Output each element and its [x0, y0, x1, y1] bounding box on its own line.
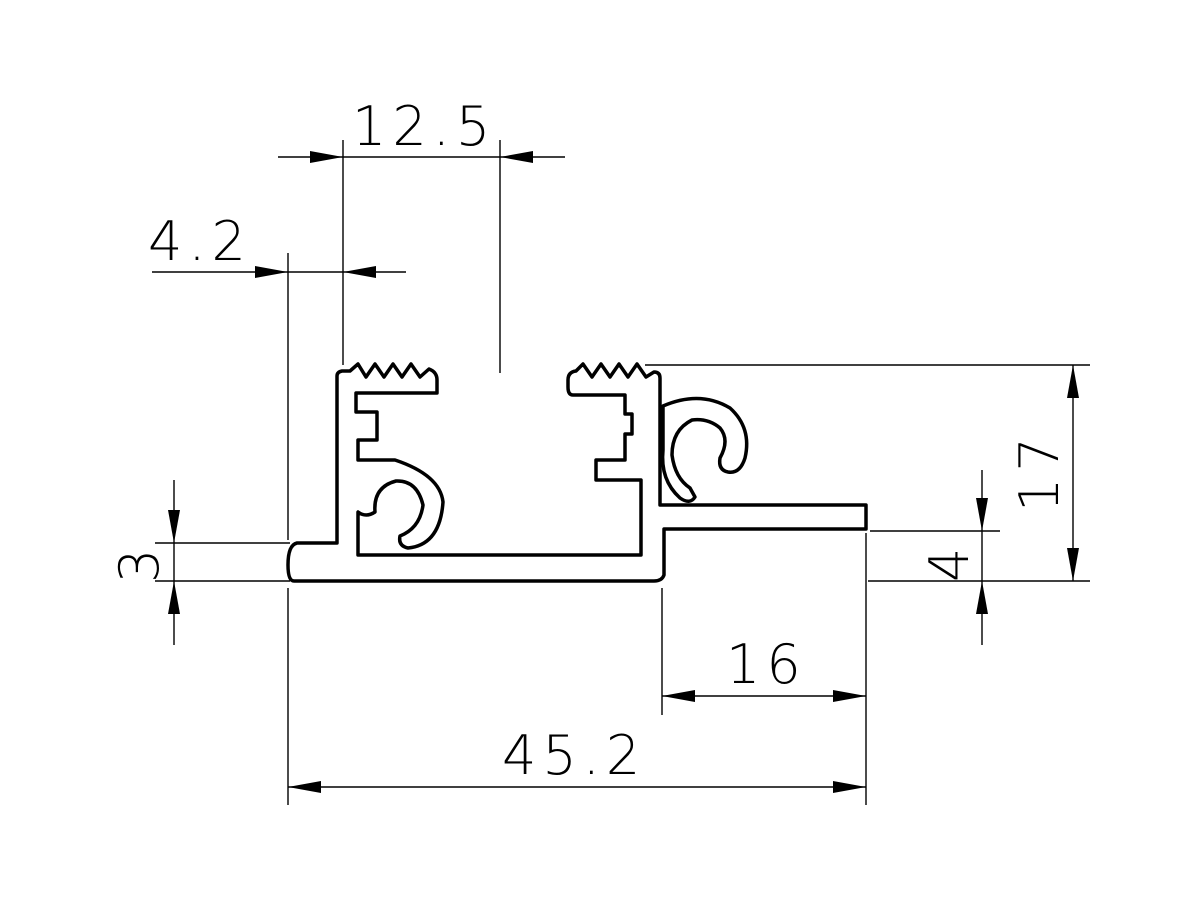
dim-label-4-2: 4.2 [148, 210, 252, 273]
dim-label-45-2: 45.2 [502, 724, 646, 787]
arrowhead [168, 581, 180, 614]
dim-label-12-5: 12.5 [352, 95, 496, 158]
arrowhead [310, 151, 343, 163]
dimension-lines [152, 140, 1090, 805]
arrowhead [833, 690, 866, 702]
dim-label-4: 4 [918, 542, 981, 582]
dim-label-17: 17 [1008, 431, 1071, 512]
arrowhead [343, 266, 376, 278]
arrowhead [833, 781, 866, 793]
dimension-labels: 12.5 4.2 3 4 17 16 45.2 [108, 95, 1071, 787]
dim-label-16: 16 [726, 633, 807, 696]
arrowhead [1067, 548, 1079, 581]
dim-label-3: 3 [108, 543, 171, 583]
arrowhead [1067, 365, 1079, 398]
arrowhead [976, 581, 988, 614]
arrowhead [662, 690, 695, 702]
arrowhead [255, 266, 288, 278]
arrowhead [976, 498, 988, 531]
profile-right-hook [660, 396, 749, 503]
arrowhead [168, 510, 180, 543]
profile-outer-contour [286, 362, 868, 583]
arrowhead [500, 151, 533, 163]
dimension-arrows [168, 151, 1079, 793]
arrowhead [288, 781, 321, 793]
profile-section [286, 362, 868, 583]
